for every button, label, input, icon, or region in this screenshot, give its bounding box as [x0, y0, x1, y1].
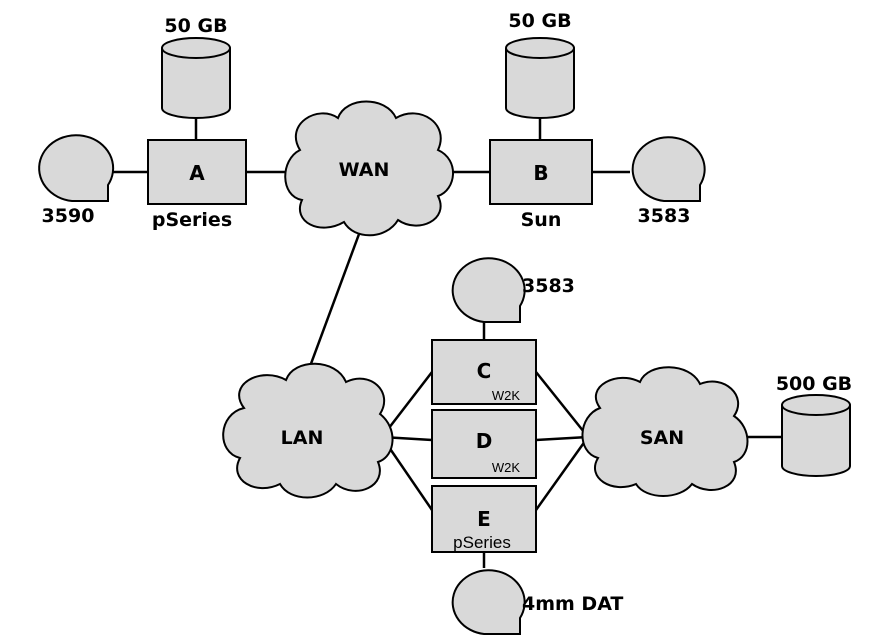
server-e-os: pSeries	[453, 533, 511, 552]
link-c-san	[535, 371, 589, 438]
lan-cloud-icon	[222, 362, 394, 499]
disk-san-icon	[781, 394, 851, 477]
disk-a-icon	[161, 37, 231, 119]
tape-e-label: 4mm DAT	[522, 593, 623, 615]
server-b-box	[489, 139, 593, 205]
san-label: SAN	[640, 427, 684, 449]
tape-b-label: 3583	[638, 205, 691, 227]
wan-cloud-icon	[284, 100, 454, 237]
disk-b-label: 50 GB	[508, 10, 571, 32]
tape-c-icon	[451, 257, 526, 323]
server-b-letter: B	[533, 161, 548, 185]
server-e-box	[431, 485, 537, 553]
lan-label: LAN	[281, 427, 324, 449]
tape-b-icon	[631, 136, 706, 202]
server-d-box	[431, 409, 537, 479]
server-a-letter: A	[189, 161, 205, 185]
server-d-letter: D	[476, 429, 493, 453]
wan-label: WAN	[339, 159, 390, 181]
disk-san-label: 500 GB	[776, 373, 852, 395]
server-b-os: Sun	[521, 209, 562, 231]
server-c-letter: C	[477, 359, 492, 383]
san-cloud-icon	[581, 366, 749, 497]
link-wan-lan	[300, 225, 364, 389]
tape-3590-label: 3590	[42, 205, 95, 227]
server-e-letter: E	[477, 507, 491, 531]
server-a-box	[147, 139, 247, 205]
server-c-os: W2K	[492, 388, 521, 403]
link-e-san	[534, 436, 590, 511]
disk-b-icon	[505, 37, 575, 119]
server-a-os: pSeries	[152, 209, 232, 231]
tape-e-icon	[451, 569, 526, 635]
server-c-box	[431, 339, 537, 405]
disk-a-label: 50 GB	[164, 15, 227, 37]
tape-c-label: 3583	[522, 275, 575, 297]
link-d-san	[535, 435, 589, 442]
server-d-os: W2K	[492, 460, 521, 475]
tape-3590-icon	[38, 134, 115, 202]
